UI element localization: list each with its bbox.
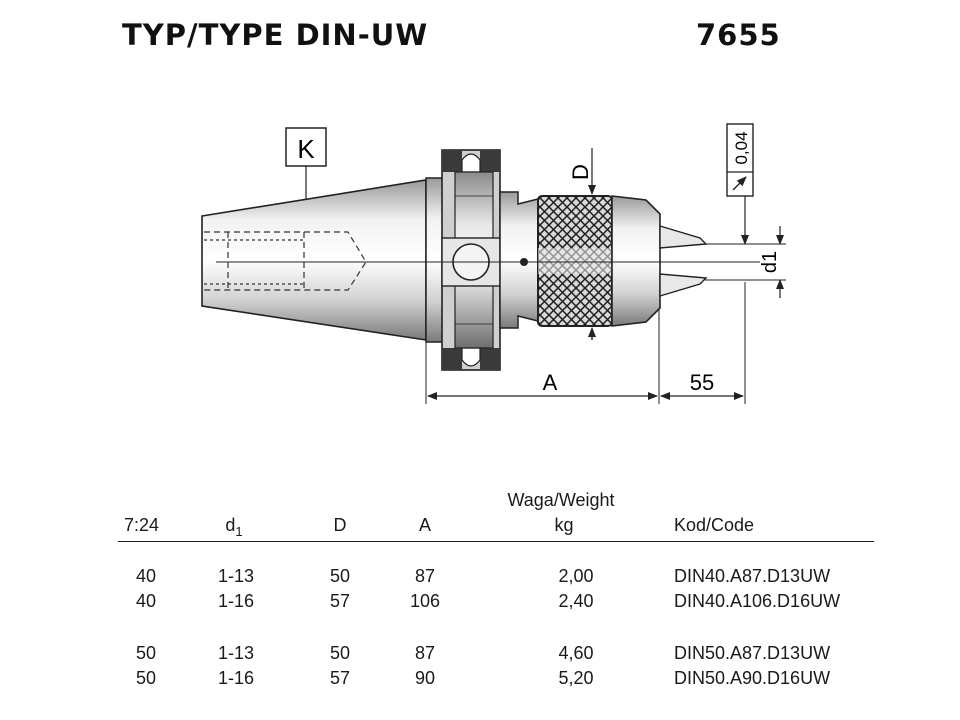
cell-d1: 1-16 [217, 591, 255, 611]
cell-D: 50 [329, 566, 351, 586]
svg-text:A: A [543, 370, 558, 395]
cell-code: DIN40.A87.D13UW [674, 566, 831, 586]
dimension-d1: d1 [704, 226, 786, 298]
cell-A: 90 [414, 668, 436, 688]
runout-tolerance: 0,04 [726, 123, 754, 245]
taper-shank [201, 179, 427, 341]
svg-text:d1: d1 [759, 251, 781, 273]
cell-taper: 40 [135, 591, 157, 611]
col-header-kg: kg [554, 515, 574, 535]
flange [441, 149, 501, 371]
internal-thread [204, 231, 367, 291]
chuck-nose [611, 195, 661, 327]
svg-text:0,04: 0,04 [732, 131, 751, 164]
chuck-jaws [659, 225, 708, 249]
dimension-d: D [568, 148, 596, 340]
cell-weight: 5,20 [558, 668, 594, 688]
product-code: 7655 [696, 18, 781, 52]
cell-d1: 1-13 [217, 643, 255, 663]
col-header-weight: Waga/Weight [507, 490, 615, 510]
cell-code: DIN50.A90.D16UW [674, 668, 831, 688]
cell-code: DIN50.A87.D13UW [674, 643, 831, 663]
cell-taper: 40 [135, 566, 157, 586]
cell-weight: 2,40 [558, 591, 594, 611]
svg-text:55: 55 [690, 370, 714, 395]
header-rule [118, 541, 874, 542]
technical-drawing: K D 0,04 d1 A 55 [201, 123, 786, 404]
col-header-A: A [418, 515, 432, 535]
col-header-D: D [333, 515, 347, 535]
cell-A: 87 [414, 566, 436, 586]
cell-weight: 2,00 [558, 566, 594, 586]
cell-d1: 1-16 [217, 668, 255, 688]
page-title: TYP/TYPE DIN-UW [122, 18, 429, 52]
cell-D: 50 [329, 643, 351, 663]
col-header-taper: 7:24 [124, 515, 160, 535]
svg-text:K: K [297, 134, 315, 164]
cell-code: DIN40.A106.D16UW [674, 591, 841, 611]
cell-A: 87 [414, 643, 436, 663]
cell-A: 106 [409, 591, 441, 611]
cell-taper: 50 [135, 668, 157, 688]
cell-d1: 1-13 [217, 566, 255, 586]
col-header-d1: d1 [225, 515, 243, 539]
svg-text:D: D [568, 164, 593, 180]
cell-D: 57 [329, 668, 351, 688]
cell-D: 57 [329, 591, 351, 611]
col-header-code: Kod/Code [674, 515, 755, 535]
label-k: K [285, 127, 327, 200]
cell-weight: 4,60 [558, 643, 594, 663]
dimension-a-55: A 55 [425, 282, 746, 404]
cell-taper: 50 [135, 643, 157, 663]
